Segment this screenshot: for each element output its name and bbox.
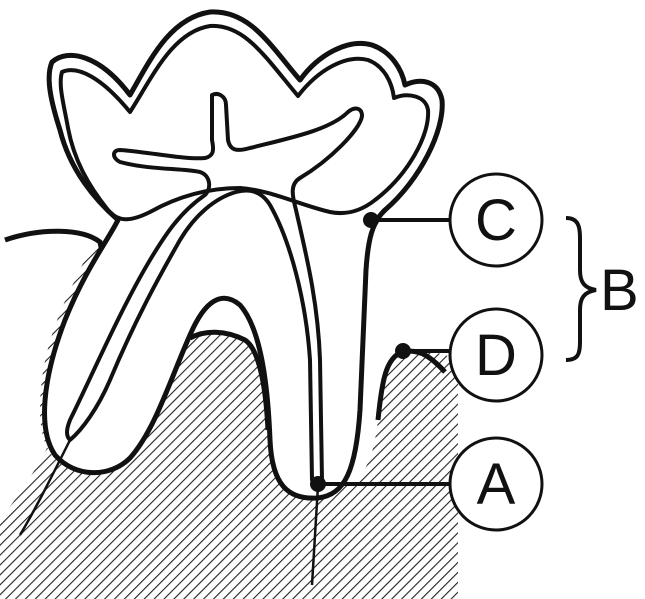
label-a: A [450,438,542,530]
label-b-text: B [600,258,639,323]
brace-b [566,218,596,360]
label-a-text: A [477,452,516,517]
label-c-text: C [475,188,517,253]
label-d-text: D [475,323,517,388]
label-c: C [450,174,542,266]
label-d: D [450,309,542,401]
